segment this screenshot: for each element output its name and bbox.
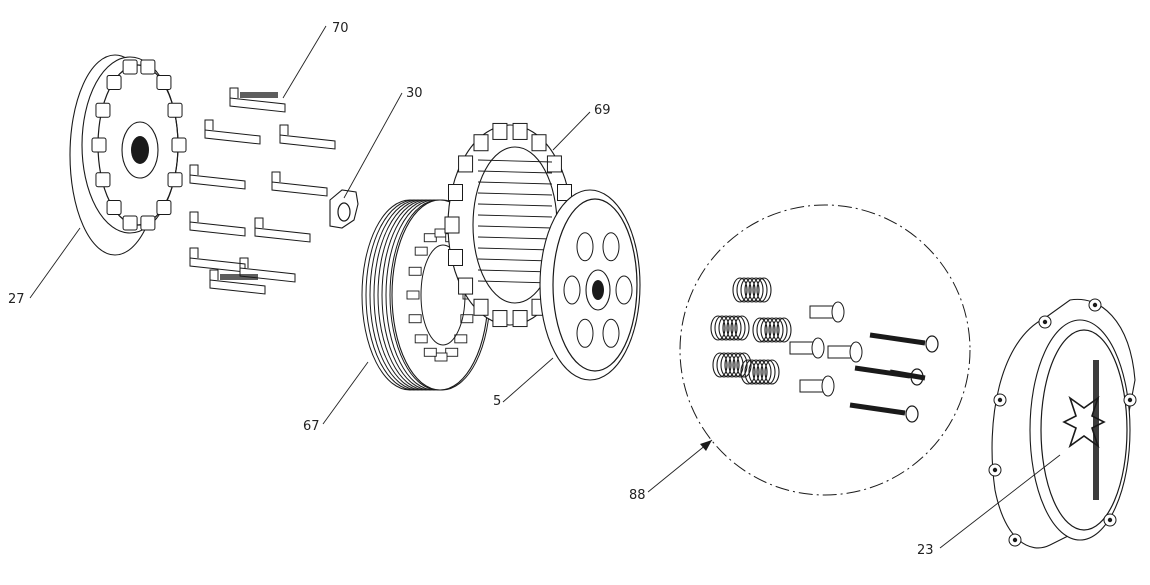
part-27-clutch-basket — [69, 54, 187, 256]
callout-70: 70 — [332, 21, 349, 36]
callout-5: 5 — [493, 394, 501, 409]
callout-69: 69 — [594, 103, 611, 118]
callouts: 70 30 69 27 67 5 88 23 — [8, 21, 934, 558]
leader-lines — [29, 25, 1061, 549]
cover-logo — [1062, 360, 1106, 500]
part-5-pressure-plate — [539, 189, 641, 381]
part-88-spring-kit — [679, 204, 971, 496]
callout-30: 30 — [406, 86, 423, 101]
part-70-damper-set — [189, 87, 336, 295]
part-23-clutch-cover — [988, 298, 1137, 549]
callout-67: 67 — [303, 419, 320, 434]
part-30-thrust-washer — [329, 189, 359, 229]
callout-23: 23 — [917, 543, 934, 558]
callout-27: 27 — [8, 292, 25, 307]
callout-88: 88 — [629, 488, 646, 503]
